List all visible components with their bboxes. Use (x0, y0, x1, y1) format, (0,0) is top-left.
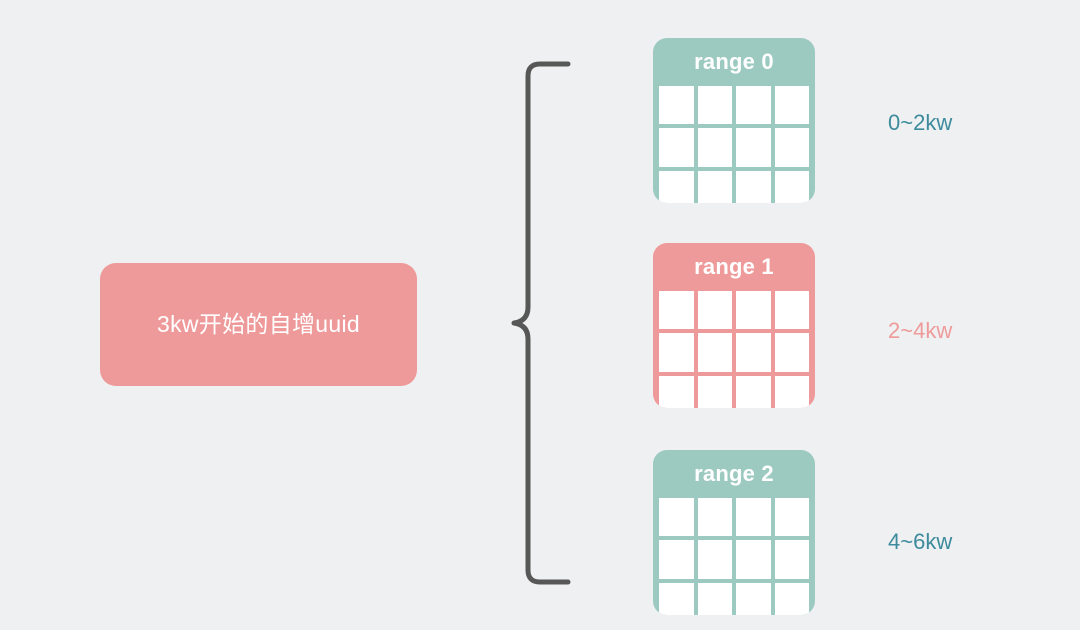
range-cell (659, 582, 694, 615)
range-cell (774, 498, 809, 537)
source-node-label: 3kw开始的自增uuid (157, 311, 360, 337)
range-cell (697, 291, 732, 330)
source-node[interactable]: 3kw开始的自增uuid (100, 263, 417, 386)
range-cell (659, 86, 694, 125)
range-cell (697, 375, 732, 408)
range-card-1[interactable]: range 1 (653, 243, 815, 408)
range-cell (736, 128, 771, 167)
range-cell (774, 540, 809, 579)
range-cell (736, 375, 771, 408)
range-card-0-title: range 0 (694, 49, 774, 74)
range-card-1-title: range 1 (694, 254, 774, 279)
curly-brace-icon (511, 61, 571, 585)
range-cell (697, 170, 732, 203)
range-cell (774, 128, 809, 167)
range-card-0[interactable]: range 0 (653, 38, 815, 203)
range-cell (774, 291, 809, 330)
range-cell (659, 128, 694, 167)
range-cell (774, 86, 809, 125)
range-cell (736, 333, 771, 372)
range-label-1: 2~4kw (888, 318, 953, 343)
range-cell (697, 333, 732, 372)
range-card-2-title: range 2 (694, 461, 774, 486)
range-cell (774, 333, 809, 372)
range-cell (736, 86, 771, 125)
range-cell (659, 540, 694, 579)
range-cell (659, 333, 694, 372)
range-cell (659, 170, 694, 203)
range-card-2-grid (659, 498, 809, 615)
range-cell (659, 291, 694, 330)
range-cell (736, 498, 771, 537)
range-cell (697, 128, 732, 167)
range-cell (659, 375, 694, 408)
range-cell (697, 86, 732, 125)
range-label-0: 0~2kw (888, 110, 953, 135)
range-cell (736, 582, 771, 615)
range-label-2: 4~6kw (888, 529, 953, 554)
range-cell (736, 170, 771, 203)
range-cell (697, 498, 732, 537)
range-cell (774, 170, 809, 203)
range-cell (736, 291, 771, 330)
range-card-2[interactable]: range 2 (653, 450, 815, 615)
range-cell (774, 582, 809, 615)
range-card-1-grid (659, 291, 809, 408)
range-cell (659, 498, 694, 537)
range-cell (697, 540, 732, 579)
range-cell (736, 540, 771, 579)
range-card-0-grid (659, 86, 809, 203)
range-cell (697, 582, 732, 615)
range-cell (774, 375, 809, 408)
